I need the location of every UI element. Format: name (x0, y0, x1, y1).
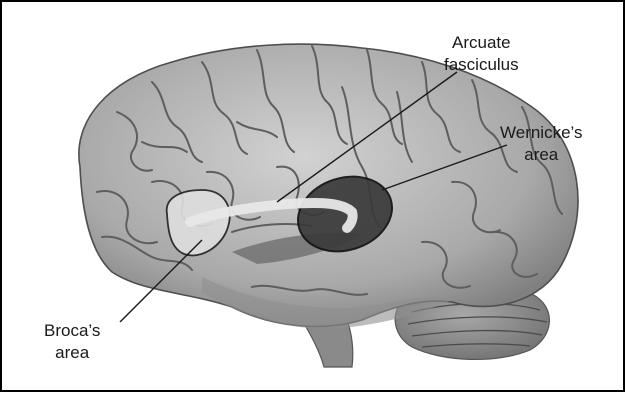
wernicke-area-label: Wernicke’s area (500, 122, 583, 166)
broca-area-label: Broca’s area (44, 320, 100, 364)
arcuate-fasciculus-label: Arcuate fasciculus (444, 32, 519, 76)
